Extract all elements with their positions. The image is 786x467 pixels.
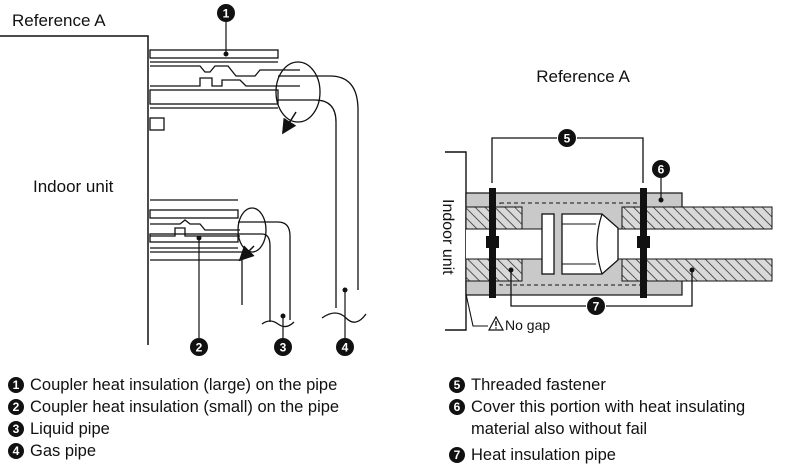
- legend-item: 2 Coupler heat insulation (small) on the…: [8, 396, 339, 418]
- legend-right: 5 Threaded fastener 6 Cover this portion…: [449, 374, 745, 466]
- legend-text: Heat insulation pipe: [471, 446, 616, 464]
- upper-rotation-arrow: [282, 111, 297, 135]
- insulation-pipe-bracket: [510, 270, 586, 307]
- gas-pipe-break: [321, 312, 367, 323]
- legend-number: 2: [8, 399, 24, 415]
- legend-item: 3 Liquid pipe: [8, 418, 339, 440]
- lower-rotation-arrow: [238, 245, 255, 262]
- legend-text: Liquid pipe: [30, 420, 110, 438]
- lower-coupler: [149, 199, 291, 322]
- svg-text:4: 4: [342, 341, 349, 355]
- liquid-pipe-break: [261, 320, 295, 328]
- pipe-bore-right: [610, 229, 772, 259]
- svg-text:5: 5: [564, 132, 571, 146]
- legend-text: Threaded fastener: [471, 376, 606, 394]
- legend-item-continuation: material also without fail: [449, 418, 745, 440]
- legend-number: 7: [449, 447, 465, 463]
- legend-number: 6: [449, 399, 465, 415]
- legend-number: 4: [8, 443, 24, 459]
- right-indoor-unit-label: Indoor unit: [439, 199, 456, 275]
- left-reference-label: Reference A: [12, 11, 106, 30]
- legend-text: Coupler heat insulation (small) on the p…: [30, 398, 340, 416]
- pipe-bore-left: [466, 229, 542, 259]
- svg-text:1: 1: [223, 7, 230, 21]
- coupler-nut: [541, 213, 555, 275]
- marker-5: 5: [558, 129, 576, 147]
- no-gap-leader: [465, 293, 488, 327]
- legend-text: Cover this portion with heat insulating: [471, 398, 746, 416]
- right-reference-title: Reference A: [536, 67, 630, 86]
- legend-text: Gas pipe: [30, 442, 97, 460]
- legend-item: 6 Cover this portion with heat insulatin…: [449, 396, 745, 418]
- coupler-body: [561, 213, 619, 275]
- marker-2: 2: [190, 338, 208, 356]
- legend-left: 1 Coupler heat insulation (large) on the…: [8, 374, 339, 462]
- marker-4: 4: [336, 338, 354, 356]
- left-indoor-unit-label: Indoor unit: [33, 177, 114, 196]
- marker-1: 1: [217, 4, 235, 22]
- marker-7: 7: [587, 297, 605, 315]
- legend-number: 3: [8, 421, 24, 437]
- legend-number: 5: [449, 377, 465, 393]
- svg-text:3: 3: [280, 341, 287, 355]
- right-reference-diagram: Reference A Indoor unit: [439, 67, 773, 333]
- svg-text:7: 7: [593, 300, 600, 314]
- svg-text:2: 2: [196, 341, 203, 355]
- left-indoor-unit-diagram: Reference A Indoor unit: [0, 4, 367, 356]
- svg-text:6: 6: [658, 163, 665, 177]
- unit-outline: [0, 35, 149, 345]
- no-gap-label: No gap: [505, 317, 550, 333]
- legend-text-continuation: material also without fail: [471, 420, 648, 438]
- legend-item: 1 Coupler heat insulation (large) on the…: [8, 374, 339, 396]
- marker-3: 3: [274, 338, 292, 356]
- legend-number: 1: [8, 377, 24, 393]
- warning-icon: [487, 315, 505, 331]
- legend-item: 5 Threaded fastener: [449, 374, 745, 396]
- legend-item: 4 Gas pipe: [8, 440, 339, 462]
- legend-item: 7 Heat insulation pipe: [449, 444, 745, 466]
- marker-6: 6: [652, 160, 670, 178]
- upper-coupler: [149, 49, 359, 308]
- fastener-bracket: [491, 137, 557, 183]
- legend-text: Coupler heat insulation (large) on the p…: [30, 376, 338, 394]
